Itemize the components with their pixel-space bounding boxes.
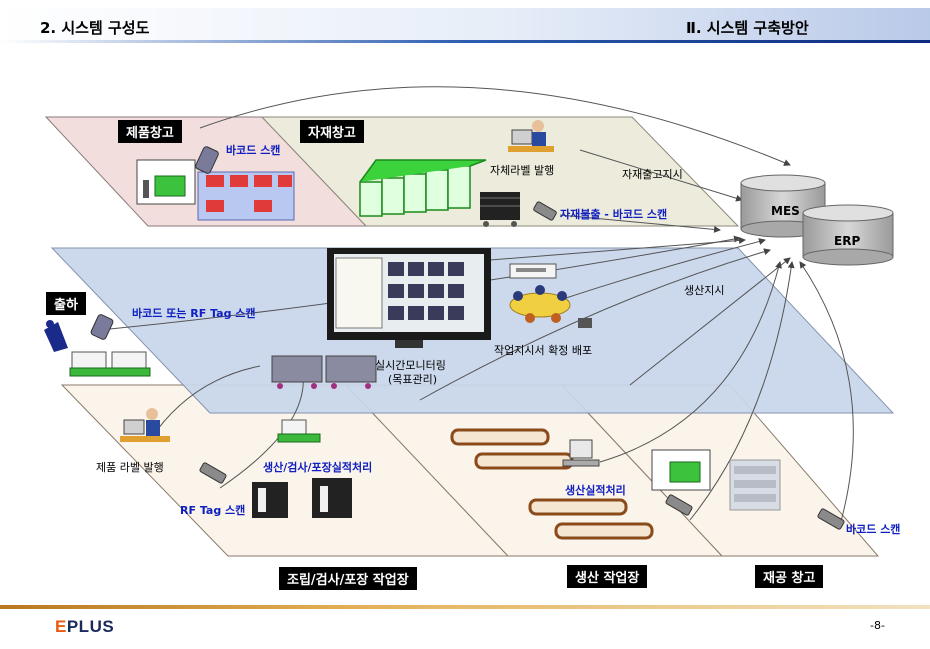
shipping-pallet-icon (69, 351, 151, 377)
wip-zone-label: 재공 창고 (755, 565, 824, 588)
assembly-pallet-icon (277, 419, 321, 443)
handheld-scanner-icon (195, 146, 219, 174)
material-shelving-icon (359, 159, 487, 217)
erp-database (802, 204, 894, 266)
link-material-io (579, 149, 743, 202)
wip-scanner-icon (665, 494, 845, 530)
monitoring-display-icon (327, 248, 491, 348)
link-prod-pc (599, 261, 782, 463)
link-wip (689, 261, 795, 521)
link-right-scan (799, 261, 854, 526)
label-worker-icon (120, 408, 170, 442)
prod-result-label: 생산실적처리 (565, 484, 626, 497)
production-zone-label: 생산 작업장 (567, 565, 648, 588)
prod-inspect-pack-label: 생산/검사/포장실적처리 (263, 461, 373, 474)
barcode-scan-right-label: 바코드 스캔 (846, 523, 901, 536)
material-io-instruction-label: 자재출고지시 (622, 168, 683, 181)
self-label-issue-label: 자체라벨 발행 (490, 164, 555, 177)
chapter-title: Ⅱ. 시스템 구축방안 (686, 19, 809, 37)
link-assembly (419, 248, 771, 401)
section-title: 2. 시스템 구성도 (40, 19, 150, 37)
material-issue-scan-label: 자재불출 - 바코드 스캔 (560, 208, 668, 221)
production-pc-icon (562, 439, 600, 467)
link-monitor (489, 236, 746, 261)
wip-box-icon (651, 449, 711, 491)
erp-label: ERP (834, 234, 861, 248)
barcode-rf-scan-label: 바코드 또는 RF Tag 스캔 (132, 307, 256, 320)
target-mgmt-label: (목표관리) (388, 373, 438, 386)
product-rack-icon (197, 171, 295, 221)
link-production (629, 257, 791, 386)
assembly-zone-label: 조립/검사/포장 작업장 (279, 567, 417, 590)
forklift-box-icon (136, 159, 196, 205)
assembly-machine-icon (252, 478, 352, 518)
production-chain-icon (450, 428, 654, 540)
worker-desk-icon (508, 120, 554, 152)
barcode-scan-top-label: 바코드 스캔 (226, 144, 281, 157)
link-material-issue (559, 214, 721, 233)
barcode-gun-icon-material (533, 201, 557, 221)
work-order-distribute-label: 작업지시서 확정 배포 (494, 344, 593, 357)
shipping-label: 출하 (46, 292, 86, 315)
logo-e-mark: E (55, 617, 67, 636)
eplus-logo: EPLUS (55, 617, 114, 637)
header-rule (0, 40, 930, 43)
production-instruction-label: 생산지시 (684, 284, 725, 297)
meeting-table-icon (509, 285, 592, 328)
product-label-issue-label: 제품 라벨 발행 (96, 461, 164, 474)
rf-tag-scan-label: RF Tag 스캔 (180, 504, 246, 517)
link-meeting (559, 238, 766, 301)
material-warehouse-label: 자재창고 (300, 120, 364, 143)
footer-rule (0, 605, 930, 609)
page-header: 2. 시스템 구성도 Ⅱ. 시스템 구축방안 (0, 0, 930, 46)
rf-scanner-icon (199, 462, 227, 484)
page-number: -8- (870, 619, 885, 632)
header-band (0, 8, 930, 40)
mes-label: MES (771, 204, 800, 218)
link-top-arc (199, 86, 791, 166)
printer-icon (509, 263, 557, 279)
product-warehouse-label: 제품창고 (118, 120, 182, 143)
material-cart-icon (480, 192, 520, 227)
wip-stock-image (729, 459, 781, 511)
shipping-worker-icon (44, 314, 114, 352)
logo-text: PLUS (66, 617, 115, 636)
monitoring-cart-icon (271, 355, 377, 389)
realtime-monitoring-label: 실시간모니터링 (375, 359, 446, 372)
